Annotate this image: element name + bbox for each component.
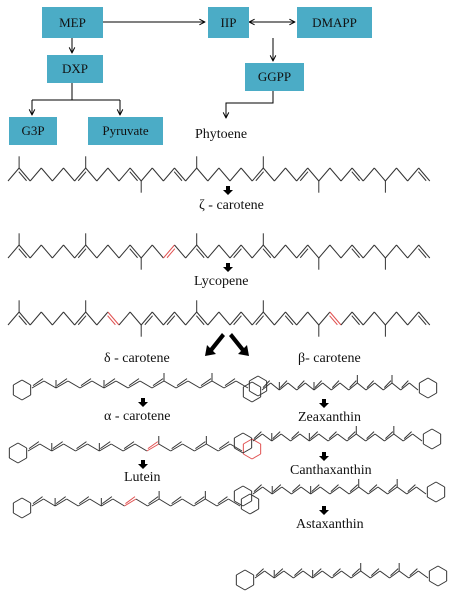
phytoene-label: Phytoene (195, 127, 248, 142)
arrow-phytoene-to-zeta (223, 186, 233, 195)
g3p-box: G3P (9, 117, 57, 145)
arrow-zeaxanthin-to-canthaxanthin (319, 452, 329, 461)
dxp-box: DXP (47, 55, 103, 83)
astaxanthin-label: Astaxanthin (296, 517, 364, 532)
zeta-carotene-structure (7, 233, 431, 270)
zeta-carotene-label: ζ - carotene (199, 198, 264, 213)
phytoene-structure (7, 156, 431, 193)
arrow-beta-to-zeaxanthin (319, 399, 329, 408)
lutein-label: Lutein (124, 470, 161, 485)
arrow-canthaxanthin-to-astaxanthin (319, 506, 329, 515)
dmapp-box: DMAPP (297, 7, 372, 38)
arrow-lycopene-to-delta (205, 333, 225, 356)
arrow-lycopene-to-beta (229, 333, 249, 356)
delta-carotene-label: δ - carotene (104, 351, 170, 366)
alpha-carotene-structure (8, 436, 262, 464)
zeaxanthin-label: Zeaxanthin (298, 410, 361, 425)
pyruvate-box: Pyruvate (88, 117, 163, 145)
arrow-alpha-to-lutein (138, 460, 148, 469)
alpha-carotene-label: α - carotene (104, 409, 171, 424)
arrow-ggpp-to-phytoene (226, 91, 274, 118)
arrow-zeta-to-lycopene (223, 263, 233, 272)
arrow-delta-to-alpha (138, 398, 148, 407)
canthaxanthin-structure (233, 479, 446, 507)
ggpp-box: GGPP (245, 63, 304, 91)
canthaxanthin-label: Canthaxanthin (290, 463, 372, 478)
astaxanthin-structure (235, 563, 448, 591)
beta-carotene-label: β- carotene (298, 351, 361, 366)
mep-box: MEP (42, 7, 103, 38)
beta-carotene-structure (242, 375, 438, 403)
zeaxanthin-structure (233, 426, 442, 454)
iip-box: IIP (208, 7, 249, 38)
lycopene-structure (7, 300, 431, 337)
lutein-structure (12, 491, 260, 519)
delta-carotene-structure (12, 373, 268, 401)
lycopene-label: Lycopene (194, 274, 249, 289)
